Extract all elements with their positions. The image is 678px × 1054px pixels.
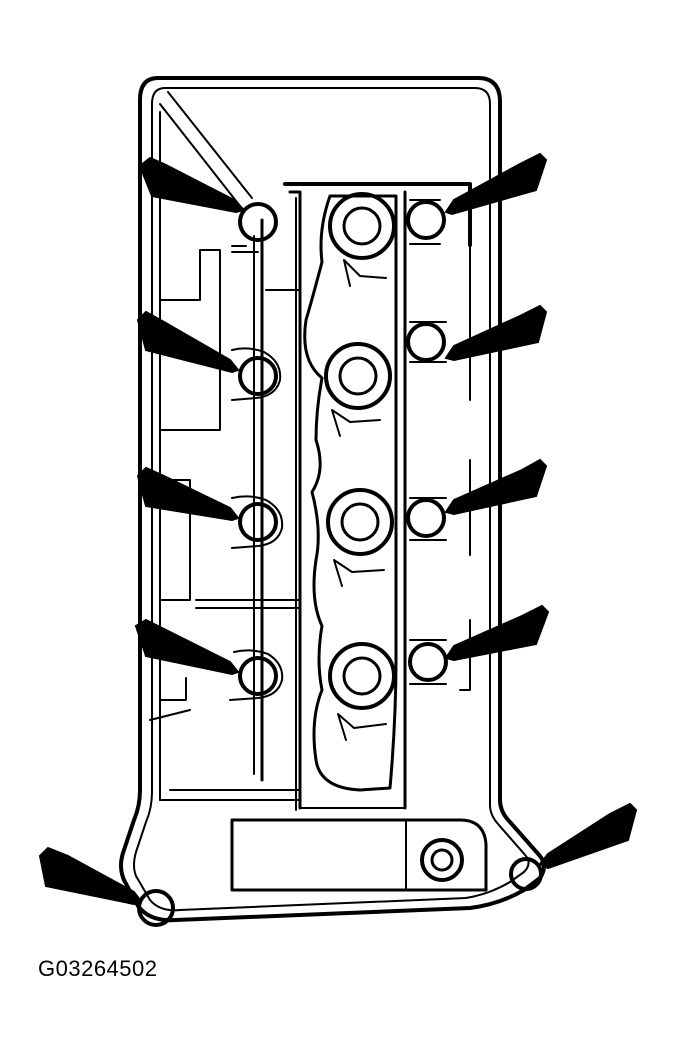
bottom-panel bbox=[230, 818, 488, 892]
coil-tube-4 bbox=[328, 642, 396, 710]
bolt-right-2 bbox=[406, 321, 447, 363]
coil-tube-1 bbox=[328, 192, 396, 260]
arrow-callout bbox=[38, 152, 638, 906]
center-spine bbox=[283, 182, 472, 811]
bolt-left-3 bbox=[231, 495, 284, 549]
left-rib bbox=[159, 91, 253, 207]
coil-housing bbox=[303, 194, 398, 792]
coil-tube-2 bbox=[324, 342, 392, 410]
bolt-corner-right bbox=[509, 857, 543, 891]
bolt-left-1 bbox=[231, 202, 278, 253]
bolt-right-3 bbox=[406, 497, 447, 541]
bolt-right-4 bbox=[408, 639, 448, 685]
figure-reference-code: G03264502 bbox=[38, 956, 158, 981]
bolt-corner-left bbox=[137, 889, 175, 927]
left-channel bbox=[149, 111, 301, 801]
bolt-left-4 bbox=[229, 649, 284, 701]
coil-tube-3 bbox=[326, 488, 394, 556]
cover-outline bbox=[119, 76, 546, 923]
bolt-right-1 bbox=[406, 199, 446, 245]
bolt-left-2 bbox=[231, 347, 282, 401]
